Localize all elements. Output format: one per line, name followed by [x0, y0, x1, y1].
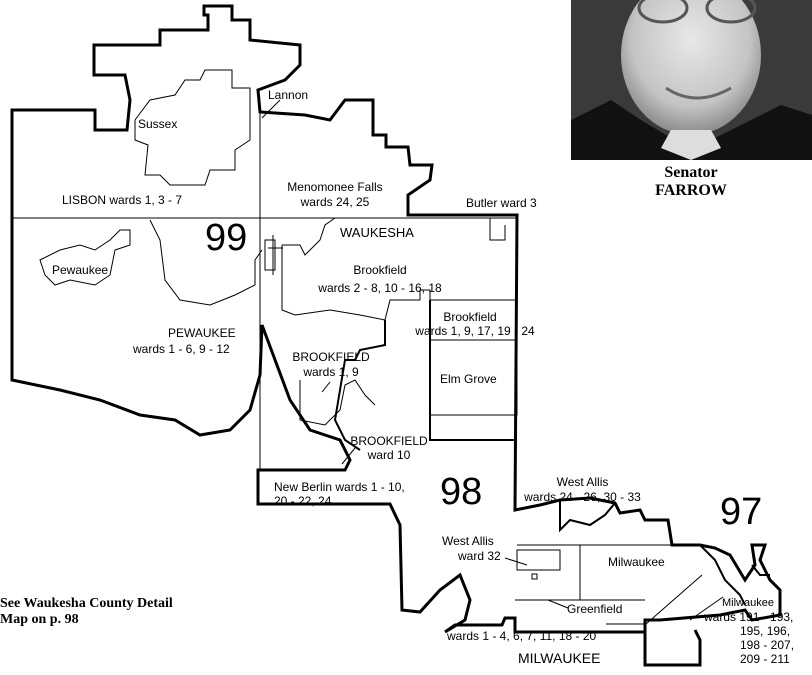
label-mke-wards-3: 198 - 207,	[740, 638, 795, 652]
sussex-outline	[134, 69, 251, 186]
label-new-berlin-1: New Berlin wards 1 - 10,	[274, 480, 405, 494]
label-brookfield-v-2: wards 2 - 8, 10 - 16, 18	[318, 281, 442, 295]
label-menomonee-2: wards 24, 25	[300, 195, 370, 209]
district-outer-boundary	[10, 4, 782, 634]
label-greenfield-wards: wards 1 - 4, 6, 7, 11, 18 - 20	[447, 629, 597, 643]
label-brookfield-t-1: BROOKFIELD	[292, 350, 370, 364]
brookfield-city-2-outline	[333, 300, 517, 451]
label-greenfield: Greenfield	[567, 602, 623, 616]
west-allis32-leader	[504, 557, 528, 566]
label-menomonee-1: Menomonee Falls	[287, 180, 383, 194]
detail-note-line1: See Waukesha County Detail	[0, 596, 173, 611]
label-pewaukee-village: Pewaukee	[52, 263, 109, 277]
senator-title: Senator	[664, 164, 718, 181]
brookfield-city-outline	[281, 217, 517, 321]
label-lisbon: LISBON wards 1, 3 - 7	[62, 193, 183, 207]
label-butler: Butler ward 3	[466, 196, 537, 210]
label-new-berlin-2: 20 - 22, 24	[274, 494, 332, 508]
label-west-allis32-1: West Allis	[442, 534, 494, 548]
brookfield-subunit	[264, 235, 283, 275]
label-brookfield-w10-1: BROOKFIELD	[350, 434, 428, 448]
label-milwaukee-2: Milwaukee	[722, 597, 774, 609]
west-allis-32	[516, 549, 561, 571]
township-lines	[12, 110, 700, 601]
label-mke-wards-4: 209 - 211	[740, 652, 790, 666]
label-elm-grove: Elm Grove	[440, 372, 497, 386]
label-mke-wards-1: wards 191 - 193,	[704, 610, 794, 624]
brookfield-t-leader	[321, 381, 331, 393]
label-milwaukee-county: MILWAUKEE	[518, 650, 601, 666]
label-brookfield-c2-1: Brookfield	[443, 310, 497, 324]
milwaukee-city-inner	[699, 544, 770, 606]
senator-name: FARROW	[655, 182, 727, 199]
label-milwaukee-city: Milwaukee	[608, 555, 665, 569]
district-98-number: 98	[440, 471, 483, 513]
elm-grove-outline	[430, 339, 518, 416]
brookfield-town-outline	[299, 379, 376, 426]
label-brookfield-c2-2: wards 1, 9, 17, 19 - 24	[415, 324, 535, 338]
label-lannon: Lannon	[268, 88, 309, 102]
milwaukee-leader-2	[689, 596, 724, 621]
senator-photo	[571, 0, 812, 160]
label-brookfield-w10-2: ward 10	[367, 448, 411, 462]
waukesha-inner	[489, 218, 506, 241]
milwaukee-boundary	[643, 629, 702, 667]
label-west-allis-1: West Allis	[556, 475, 609, 489]
greenfield-leader	[547, 599, 569, 609]
milwaukee-leader-1	[645, 574, 703, 625]
label-mke-wards-2: 195, 196,	[740, 624, 791, 638]
west-allis-marker	[531, 573, 538, 580]
detail-note-line2: Map on p. 98	[0, 612, 79, 627]
pewaukee-town-outline	[149, 219, 263, 306]
brookfield-w10-leader	[341, 447, 356, 465]
label-brookfield-t-2: wards 1, 9	[303, 365, 359, 379]
label-sussex: Sussex	[138, 117, 178, 131]
district-99-number: 99	[205, 217, 248, 259]
label-pewaukee-town-1: PEWAUKEE	[168, 326, 236, 340]
label-brookfield-v-1: Brookfield	[353, 263, 407, 277]
label-west-allis32-2: ward 32	[458, 549, 501, 563]
lannon-leader	[261, 99, 281, 119]
west-allis-outline	[559, 500, 616, 533]
district-97-number: 97	[720, 491, 763, 533]
pewaukee-village-outline	[39, 229, 131, 286]
label-pewaukee-town-2: wards 1 - 6, 9 - 12	[133, 342, 230, 356]
label-waukesha: WAUKESHA	[340, 225, 414, 240]
label-west-allis-2: wards 24 - 26, 30 - 33	[524, 490, 641, 504]
